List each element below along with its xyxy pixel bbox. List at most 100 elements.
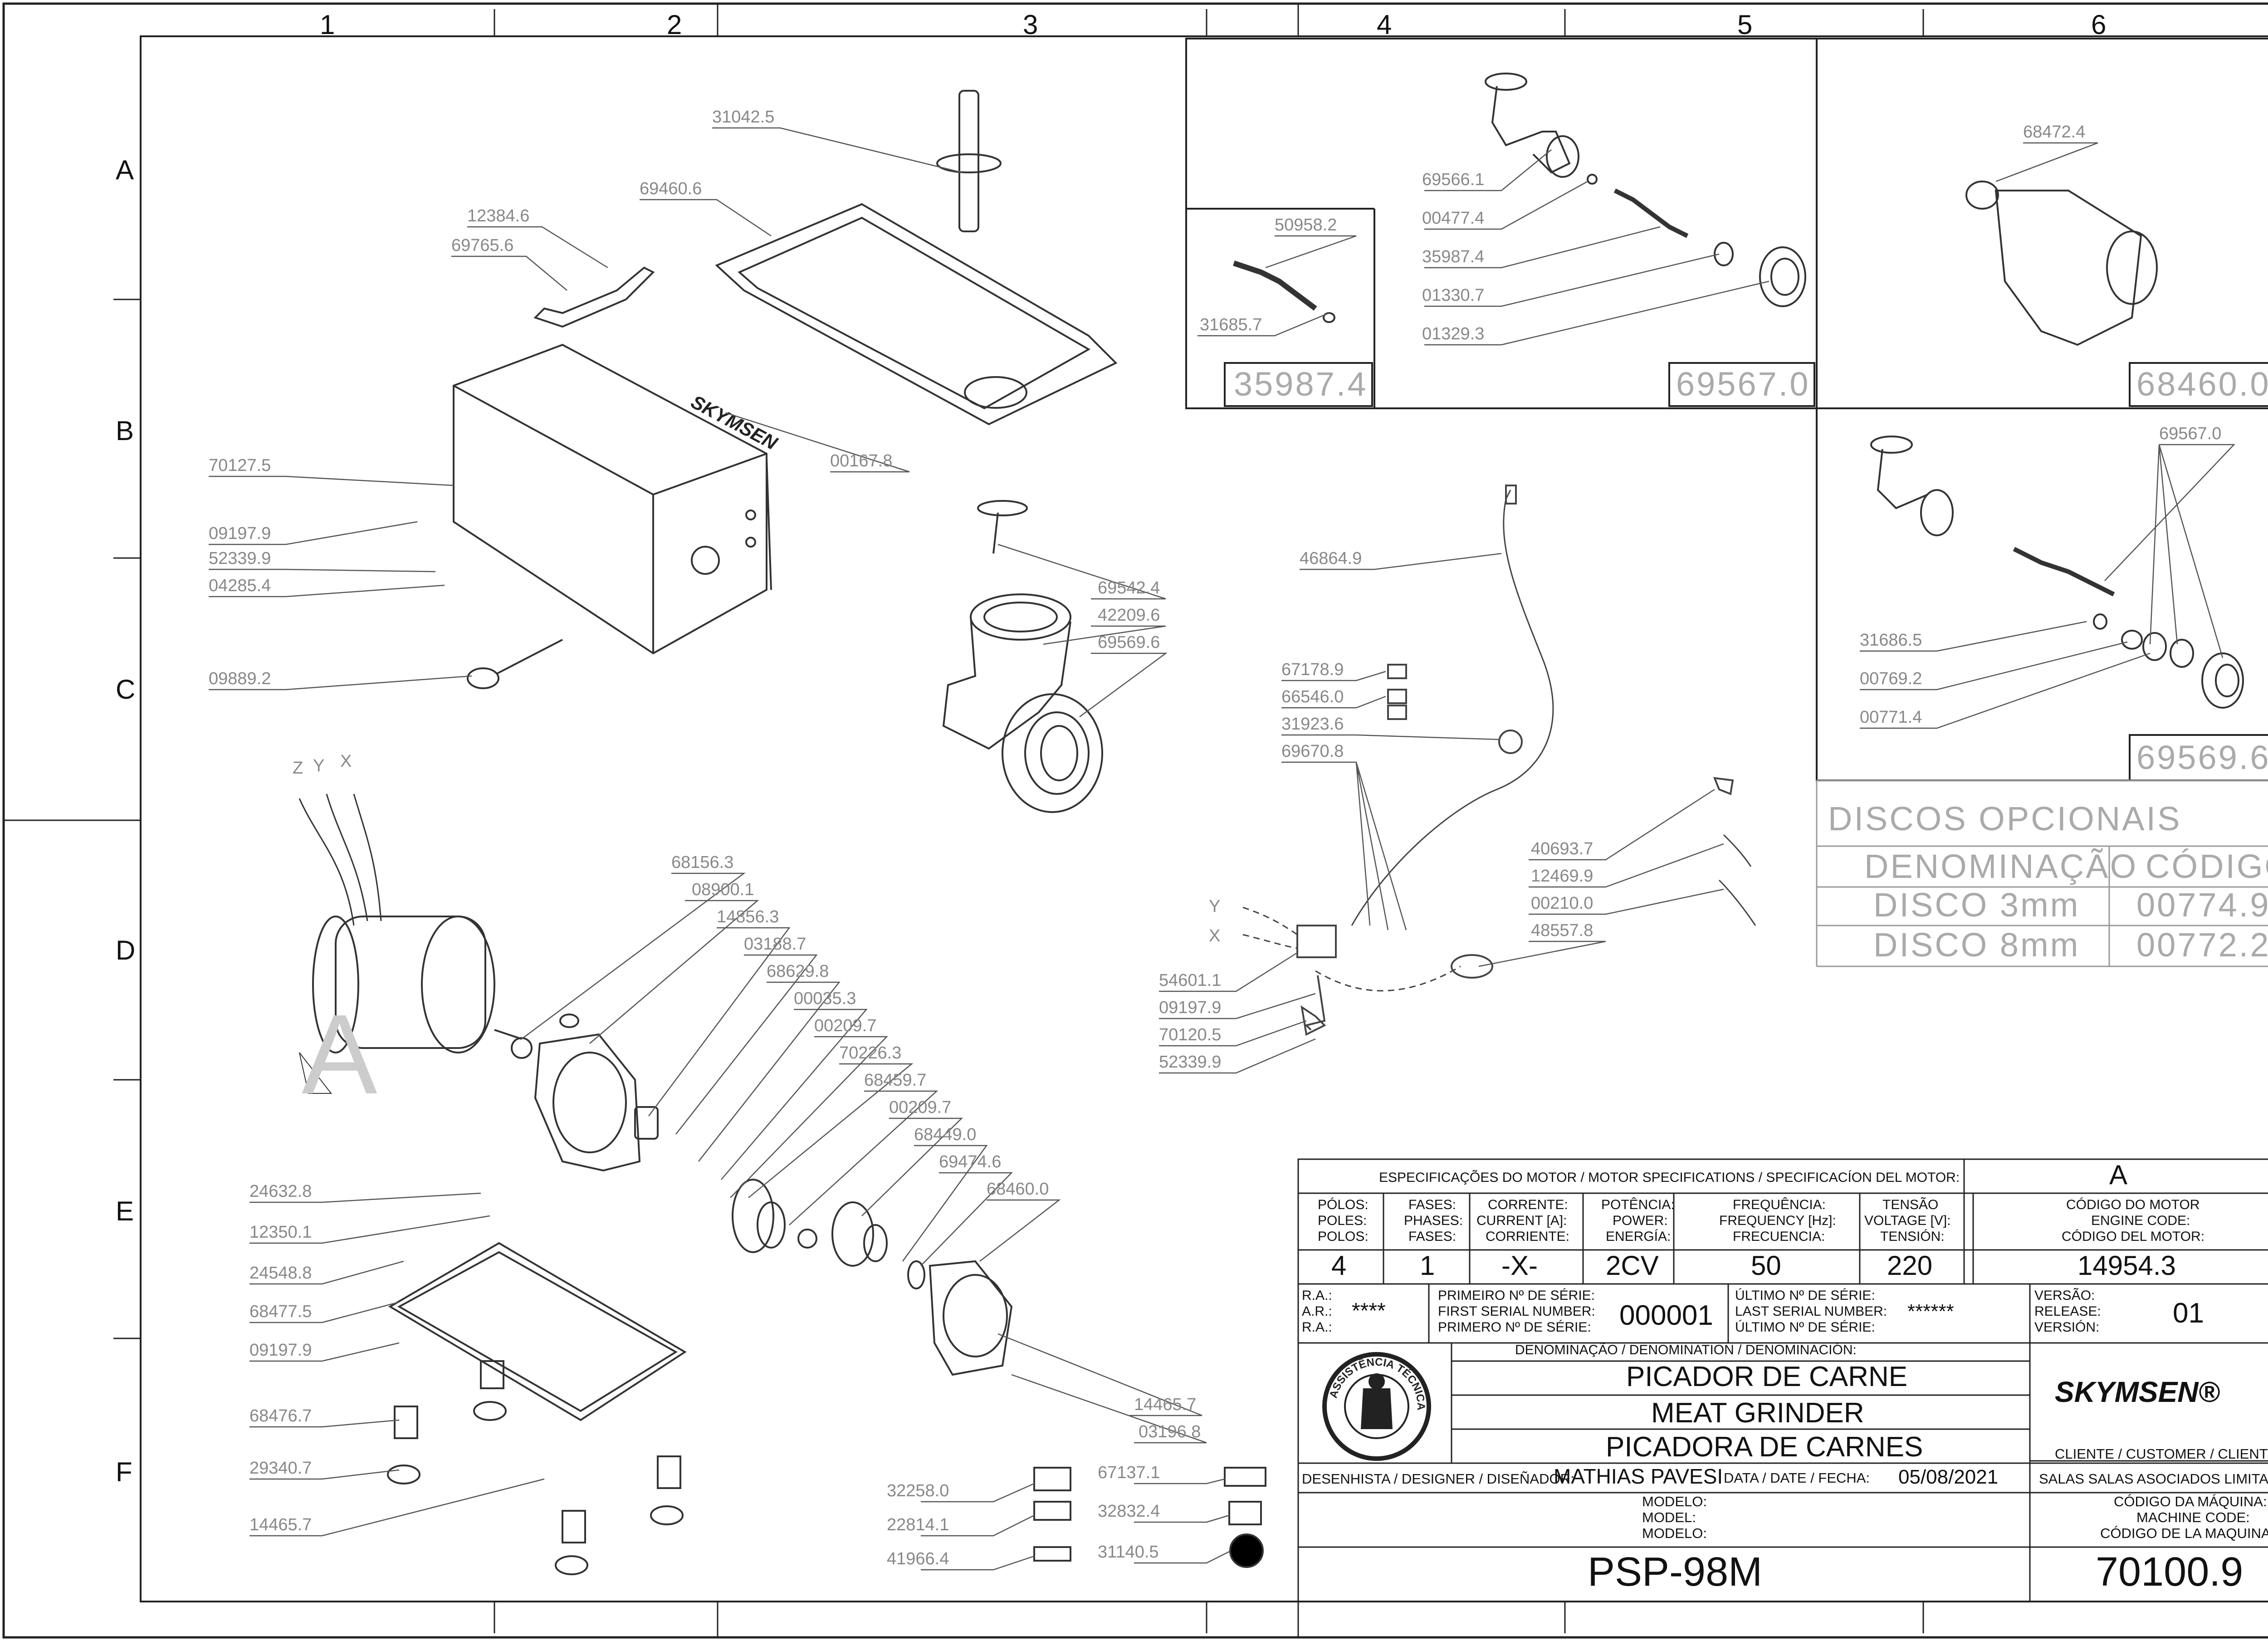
zone-labels: 1 2 3 4 5 6 A B C D E F bbox=[116, 10, 2106, 1487]
detail-box-code: 35987.4 bbox=[1234, 365, 1368, 403]
product-name-es: PICADORA DE CARNES bbox=[1606, 1431, 1923, 1463]
part-label: 69567.0 bbox=[2159, 424, 2221, 443]
denomination-header: DENOMINAÇÃO / DENOMINATION / DENOMINACIÓ… bbox=[1515, 1342, 1857, 1357]
wire-label-z: Z bbox=[293, 759, 303, 778]
harness-wire-x: X bbox=[1209, 926, 1220, 945]
authorized-service-seal: ASSISTÊNCIA TÉCNICA AUTORIZADA bbox=[0, 0, 1431, 1461]
machine-code-label: CÓDIGO DE LA MAQUINA: bbox=[2100, 1525, 2268, 1541]
model-label: MODEL: bbox=[1642, 1509, 1696, 1525]
wire-label-y: Y bbox=[313, 756, 324, 775]
part-label: 32258.0 bbox=[887, 1481, 949, 1500]
part-label: 52339.9 bbox=[209, 549, 271, 568]
engine-code-value: 14954.3 bbox=[2077, 1250, 2176, 1281]
zone-col-4: 4 bbox=[1377, 10, 1392, 40]
part-label: 69569.6 bbox=[1098, 633, 1160, 652]
part-label: 54601.1 bbox=[1159, 971, 1221, 990]
power-header: POWER: bbox=[1613, 1213, 1668, 1228]
part-label: 12350.1 bbox=[249, 1223, 312, 1242]
zone-col-2: 2 bbox=[667, 10, 682, 40]
part-label: 46864.9 bbox=[1300, 549, 1362, 568]
volt-header: TENSÃO bbox=[1882, 1197, 1938, 1212]
part-labels-left: 31042.5 69460.6 12384.6 69765.6 00167.8 … bbox=[209, 108, 1201, 1568]
harness-wire-y: Y bbox=[1209, 897, 1220, 916]
power-header: POTÊNCIA: bbox=[1601, 1197, 1675, 1212]
freq-header: FREQUÊNCIA: bbox=[1733, 1197, 1826, 1212]
last-serial-value: ****** bbox=[1907, 1300, 1954, 1323]
brand-logo: SKYMSEN® bbox=[2055, 1376, 2220, 1408]
housing-logo-text: SKYMSEN bbox=[688, 391, 782, 454]
ra-label: R.A.: bbox=[1302, 1320, 1332, 1335]
phases-header: PHASES: bbox=[1404, 1213, 1463, 1228]
part-label: 69566.1 bbox=[1422, 170, 1484, 189]
zone-ticks bbox=[4, 4, 1924, 1637]
optional-discs-table: DISCOS OPCIONAIS DENOMINAÇÃO CÓDIGO DISC… bbox=[1816, 779, 2268, 967]
part-label: 08900.1 bbox=[692, 880, 754, 899]
part-label: 68459.7 bbox=[864, 1071, 926, 1090]
client-label: CLIENTE / CUSTOMER / CLIENTE: bbox=[2055, 1446, 2268, 1462]
discs-col-name: DENOMINAÇÃO bbox=[1864, 847, 2138, 885]
part-label: 67137.1 bbox=[1098, 1463, 1160, 1482]
ra-value: **** bbox=[1352, 1299, 1386, 1323]
detail-sketches bbox=[1233, 73, 2244, 709]
part-label: 14465.7 bbox=[249, 1515, 312, 1534]
part-label: 40693.7 bbox=[1531, 839, 1593, 858]
zone-col-5: 5 bbox=[1737, 10, 1752, 40]
part-label: 42209.6 bbox=[1098, 606, 1160, 625]
volt-value: 220 bbox=[1887, 1250, 1932, 1281]
motor-detail-ref: A bbox=[302, 991, 377, 1117]
model-label: MODELO: bbox=[1642, 1494, 1707, 1509]
freq-header: FRECUENCIA: bbox=[1733, 1229, 1825, 1244]
part-label: 68477.5 bbox=[249, 1302, 312, 1321]
date-value: 05/08/2021 bbox=[1898, 1466, 1998, 1488]
part-label: 69765.6 bbox=[451, 236, 513, 255]
current-header: CORRIENTE: bbox=[1486, 1229, 1569, 1244]
part-label: 70120.5 bbox=[1159, 1025, 1221, 1044]
last-serial-label: LAST SERIAL NUMBER: bbox=[1735, 1304, 1887, 1319]
part-label: 04285.4 bbox=[209, 576, 271, 595]
part-label: 12384.6 bbox=[467, 206, 529, 225]
part-label: 35987.4 bbox=[1422, 247, 1484, 266]
zone-row-c: C bbox=[116, 674, 135, 705]
first-serial-label: PRIMERO Nº DE SÉRIE: bbox=[1438, 1320, 1591, 1335]
client-value: SALAS SALAS ASOCIADOS LIMITADA bbox=[2039, 1471, 2268, 1487]
part-label: 00477.4 bbox=[1422, 209, 1484, 228]
spec-header: ESPECIFICAÇÕES DO MOTOR / MOTOR SPECIFIC… bbox=[1379, 1170, 1960, 1185]
harness-leaders bbox=[1159, 553, 1724, 1074]
engine-code-header: CÓDIGO DO MOTOR bbox=[2066, 1197, 2200, 1212]
first-serial-label: PRIMEIRO Nº DE SÉRIE: bbox=[1438, 1288, 1595, 1303]
zone-col-3: 3 bbox=[1023, 10, 1038, 40]
part-label: 00167.8 bbox=[830, 451, 892, 470]
detail-box-code: 69567.0 bbox=[1676, 365, 1810, 403]
machine-code-value: 70100.9 bbox=[2096, 1549, 2243, 1595]
detail-box-code: 69569.6 bbox=[2136, 739, 2268, 776]
volt-header: VOLTAGE [V]: bbox=[1864, 1213, 1951, 1228]
part-label: 00209.7 bbox=[814, 1016, 876, 1035]
main-assembly-drawing: SKYMSEN bbox=[298, 90, 1266, 1575]
part-label: 00210.0 bbox=[1531, 894, 1593, 913]
zone-col-6: 6 bbox=[2091, 10, 2106, 40]
version-label: VERSÃO: bbox=[2034, 1288, 2095, 1303]
part-label: 41966.4 bbox=[887, 1549, 949, 1568]
freq-value: 50 bbox=[1751, 1250, 1781, 1281]
disc-row-name: DISCO 3mm bbox=[1873, 886, 2080, 924]
part-label: 01329.3 bbox=[1422, 324, 1484, 343]
phases-header: FASES: bbox=[1408, 1197, 1456, 1212]
first-serial-value: 000001 bbox=[1619, 1300, 1713, 1331]
last-serial-label: ÚLTIMO Nº DE SÉRIE: bbox=[1735, 1288, 1875, 1303]
leader-lines-left bbox=[209, 127, 1230, 1571]
machine-code-label: MACHINE CODE: bbox=[2136, 1509, 2250, 1525]
part-label: 66546.0 bbox=[1281, 687, 1344, 706]
part-label: 68156.3 bbox=[671, 853, 733, 872]
part-label: 22814.1 bbox=[887, 1515, 949, 1534]
part-label: 09197.9 bbox=[209, 524, 271, 543]
detail-leaders bbox=[1198, 142, 2235, 729]
phases-value: 1 bbox=[1420, 1250, 1435, 1281]
designer-label: DESENHISTA / DESIGNER / DISEÑADOR: bbox=[1302, 1471, 1574, 1487]
version-label: RELEASE: bbox=[2034, 1304, 2101, 1319]
part-label: 31685.7 bbox=[1200, 315, 1262, 334]
product-name-pt: PICADOR DE CARNE bbox=[1626, 1361, 1907, 1392]
zone-row-d: D bbox=[116, 935, 135, 965]
part-label: 69460.6 bbox=[640, 179, 702, 198]
zone-row-f: F bbox=[116, 1457, 132, 1487]
